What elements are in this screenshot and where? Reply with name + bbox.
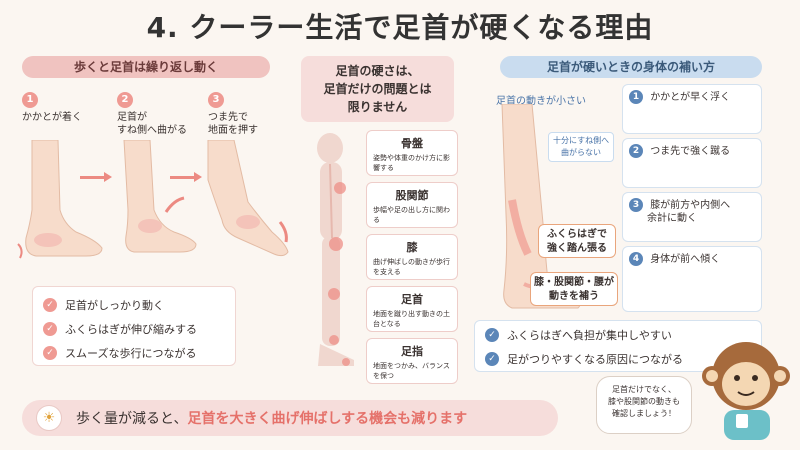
bottom-prefix: 歩く量が減ると、 xyxy=(76,411,188,427)
middle-speech-bubble: 足首の硬さは、 足首だけの問題とは 限りません xyxy=(301,56,454,122)
left-check-item: ✓ 足首がしっかり動く xyxy=(43,293,225,317)
right-check-text: 足がつりやすくなる原因につながる xyxy=(507,353,683,366)
arrow-right-icon-2 xyxy=(170,172,202,182)
card-ankle-title: 足首 xyxy=(401,293,423,306)
right-item-3: 3 膝が前方や内側へ 余計に動く xyxy=(622,192,762,242)
card-toes: 足指 地面をつかみ、バランスを保つ xyxy=(366,338,458,384)
card-hip-desc: 歩幅や足の出し方に関わる xyxy=(373,206,450,224)
body-side-view-illustration xyxy=(317,133,354,366)
bend-note-line2: 曲がらない xyxy=(561,148,602,157)
card-knee-title: 膝 xyxy=(406,241,418,254)
callout-knee-hip: 膝・股関節・腰が 動きを補う xyxy=(530,272,618,306)
step-2-label-line2: すね側へ曲がる xyxy=(117,125,187,136)
right-check-text: ふくらはぎへ負担が集中しやすい xyxy=(507,329,672,342)
arrow-right-icon xyxy=(80,172,112,182)
card-knee-desc: 曲げ伸ばしの動きが歩行を支える xyxy=(373,258,450,276)
check-icon: ✓ xyxy=(485,328,499,342)
callout-calf-line1: ふくらはぎで xyxy=(547,229,607,240)
step-3-label-line1: つま先で xyxy=(208,112,248,123)
right-item-2-number: 2 xyxy=(629,144,643,158)
page-title: 4. クーラー生活で足首が硬くなる理由 xyxy=(146,11,654,44)
left-check-item: ✓ ふくらはぎが伸び縮みする xyxy=(43,317,225,341)
callout-calf-line2: 強く踏ん張る xyxy=(547,243,607,254)
mascot-line1: 足首だけでなく、 xyxy=(612,385,676,394)
foot-push-off-illustration xyxy=(207,140,289,257)
callout-knee-hip-line1: 膝・股関節・腰が xyxy=(534,277,614,288)
right-item-1-number: 1 xyxy=(629,90,643,104)
small-motion-label: 足首の動きが小さい xyxy=(496,96,586,107)
speech-line2: 足首だけの問題とは xyxy=(323,82,432,96)
right-checklist: ✓ ふくらはぎへ負担が集中しやすい ✓ 足がつりやすくなる原因につながる xyxy=(474,320,762,372)
bend-note-box: 十分にすね側へ 曲がらない xyxy=(548,132,615,162)
right-item-4-text: 身体が前へ傾く xyxy=(650,254,721,265)
mascot-line3: 確認しましょう！ xyxy=(612,409,676,418)
right-check-item: ✓ ふくらはぎへ負担が集中しやすい xyxy=(485,323,751,347)
right-item-3-number: 3 xyxy=(629,198,643,212)
right-heading: 足首が硬いときの身体の補い方 xyxy=(500,56,762,78)
speech-line3: 限りません xyxy=(347,100,408,114)
step-3: 3 つま先で 地面を押す xyxy=(208,92,258,137)
callout-calf: ふくらはぎで 強く踏ん張る xyxy=(538,224,616,258)
right-item-1: 1 かかとが早く浮く xyxy=(622,84,762,134)
check-icon: ✓ xyxy=(43,322,57,336)
card-hip-title: 股関節 xyxy=(395,189,429,202)
card-pelvis-title: 骨盤 xyxy=(401,137,423,150)
card-ankle: 足首 地面を蹴り出す動きの土台となる xyxy=(366,286,458,332)
right-item-3-text-line1: 膝が前方や内側へ xyxy=(650,200,731,211)
right-check-item: ✓ 足がつりやすくなる原因につながる xyxy=(485,347,751,371)
foot-heel-strike-illustration xyxy=(17,140,103,259)
bend-note-line1: 十分にすね側へ xyxy=(553,136,610,145)
step-2-number: 2 xyxy=(117,92,133,108)
right-item-2-text: つま先で強く蹴る xyxy=(650,146,731,157)
card-toes-title: 足指 xyxy=(401,345,423,358)
card-pelvis-desc: 姿勢や体重のかけ方に影響する xyxy=(373,154,450,172)
monkey-mascot-illustration xyxy=(702,342,790,440)
card-hip: 股関節 歩幅や足の出し方に関わる xyxy=(366,182,458,228)
right-item-4-number: 4 xyxy=(629,252,643,266)
card-ankle-desc: 地面を蹴り出す動きの土台となる xyxy=(373,310,450,328)
mascot-line2: 膝や股関節の動きも xyxy=(608,397,680,406)
foot-dorsiflexion-illustration xyxy=(123,140,197,253)
bottom-highlight: 足首を大きく曲げ伸ばしする機会も減ります xyxy=(187,411,468,427)
check-icon: ✓ xyxy=(485,352,499,366)
left-check-item: ✓ スムーズな歩行につながる xyxy=(43,341,225,365)
step-1-number: 1 xyxy=(22,92,38,108)
step-3-label-line2: 地面を押す xyxy=(208,125,258,136)
right-item-3-text-line2: 余計に動く xyxy=(647,213,697,224)
right-item-1-text: かかとが早く浮く xyxy=(650,92,731,103)
step-3-number: 3 xyxy=(208,92,224,108)
mascot-speech-bubble: 足首だけでなく、 膝や股関節の動きも 確認しましょう！ xyxy=(596,376,692,434)
lightbulb-icon: ☀ xyxy=(36,405,62,431)
callout-knee-hip-line2: 動きを補う xyxy=(549,291,599,302)
card-knee: 膝 曲げ伸ばしの動きが歩行を支える xyxy=(366,234,458,280)
speech-line1: 足首の硬さは、 xyxy=(335,64,420,78)
bottom-summary-bar: ☀ 歩く量が減ると、 足首を大きく曲げ伸ばしする機会も減ります xyxy=(22,400,558,436)
check-icon: ✓ xyxy=(43,346,57,360)
left-check-text: スムーズな歩行につながる xyxy=(65,347,197,360)
step-2: 2 足首が すね側へ曲がる xyxy=(117,92,187,137)
step-1: 1 かかとが着く xyxy=(22,92,82,124)
left-check-text: 足首がしっかり動く xyxy=(65,299,164,312)
card-pelvis: 骨盤 姿勢や体重のかけ方に影響する xyxy=(366,130,458,176)
left-check-text: ふくらはぎが伸び縮みする xyxy=(65,323,197,336)
check-icon: ✓ xyxy=(43,298,57,312)
right-item-2: 2 つま先で強く蹴る xyxy=(622,138,762,188)
left-heading: 歩くと足首は繰り返し動く xyxy=(22,56,270,78)
right-item-4: 4 身体が前へ傾く xyxy=(622,246,762,312)
left-checklist: ✓ 足首がしっかり動く ✓ ふくらはぎが伸び縮みする ✓ スムーズな歩行につなが… xyxy=(32,286,236,366)
step-1-label: かかとが着く xyxy=(22,112,82,123)
step-2-label-line1: 足首が xyxy=(117,112,147,123)
card-toes-desc: 地面をつかみ、バランスを保つ xyxy=(373,362,450,380)
